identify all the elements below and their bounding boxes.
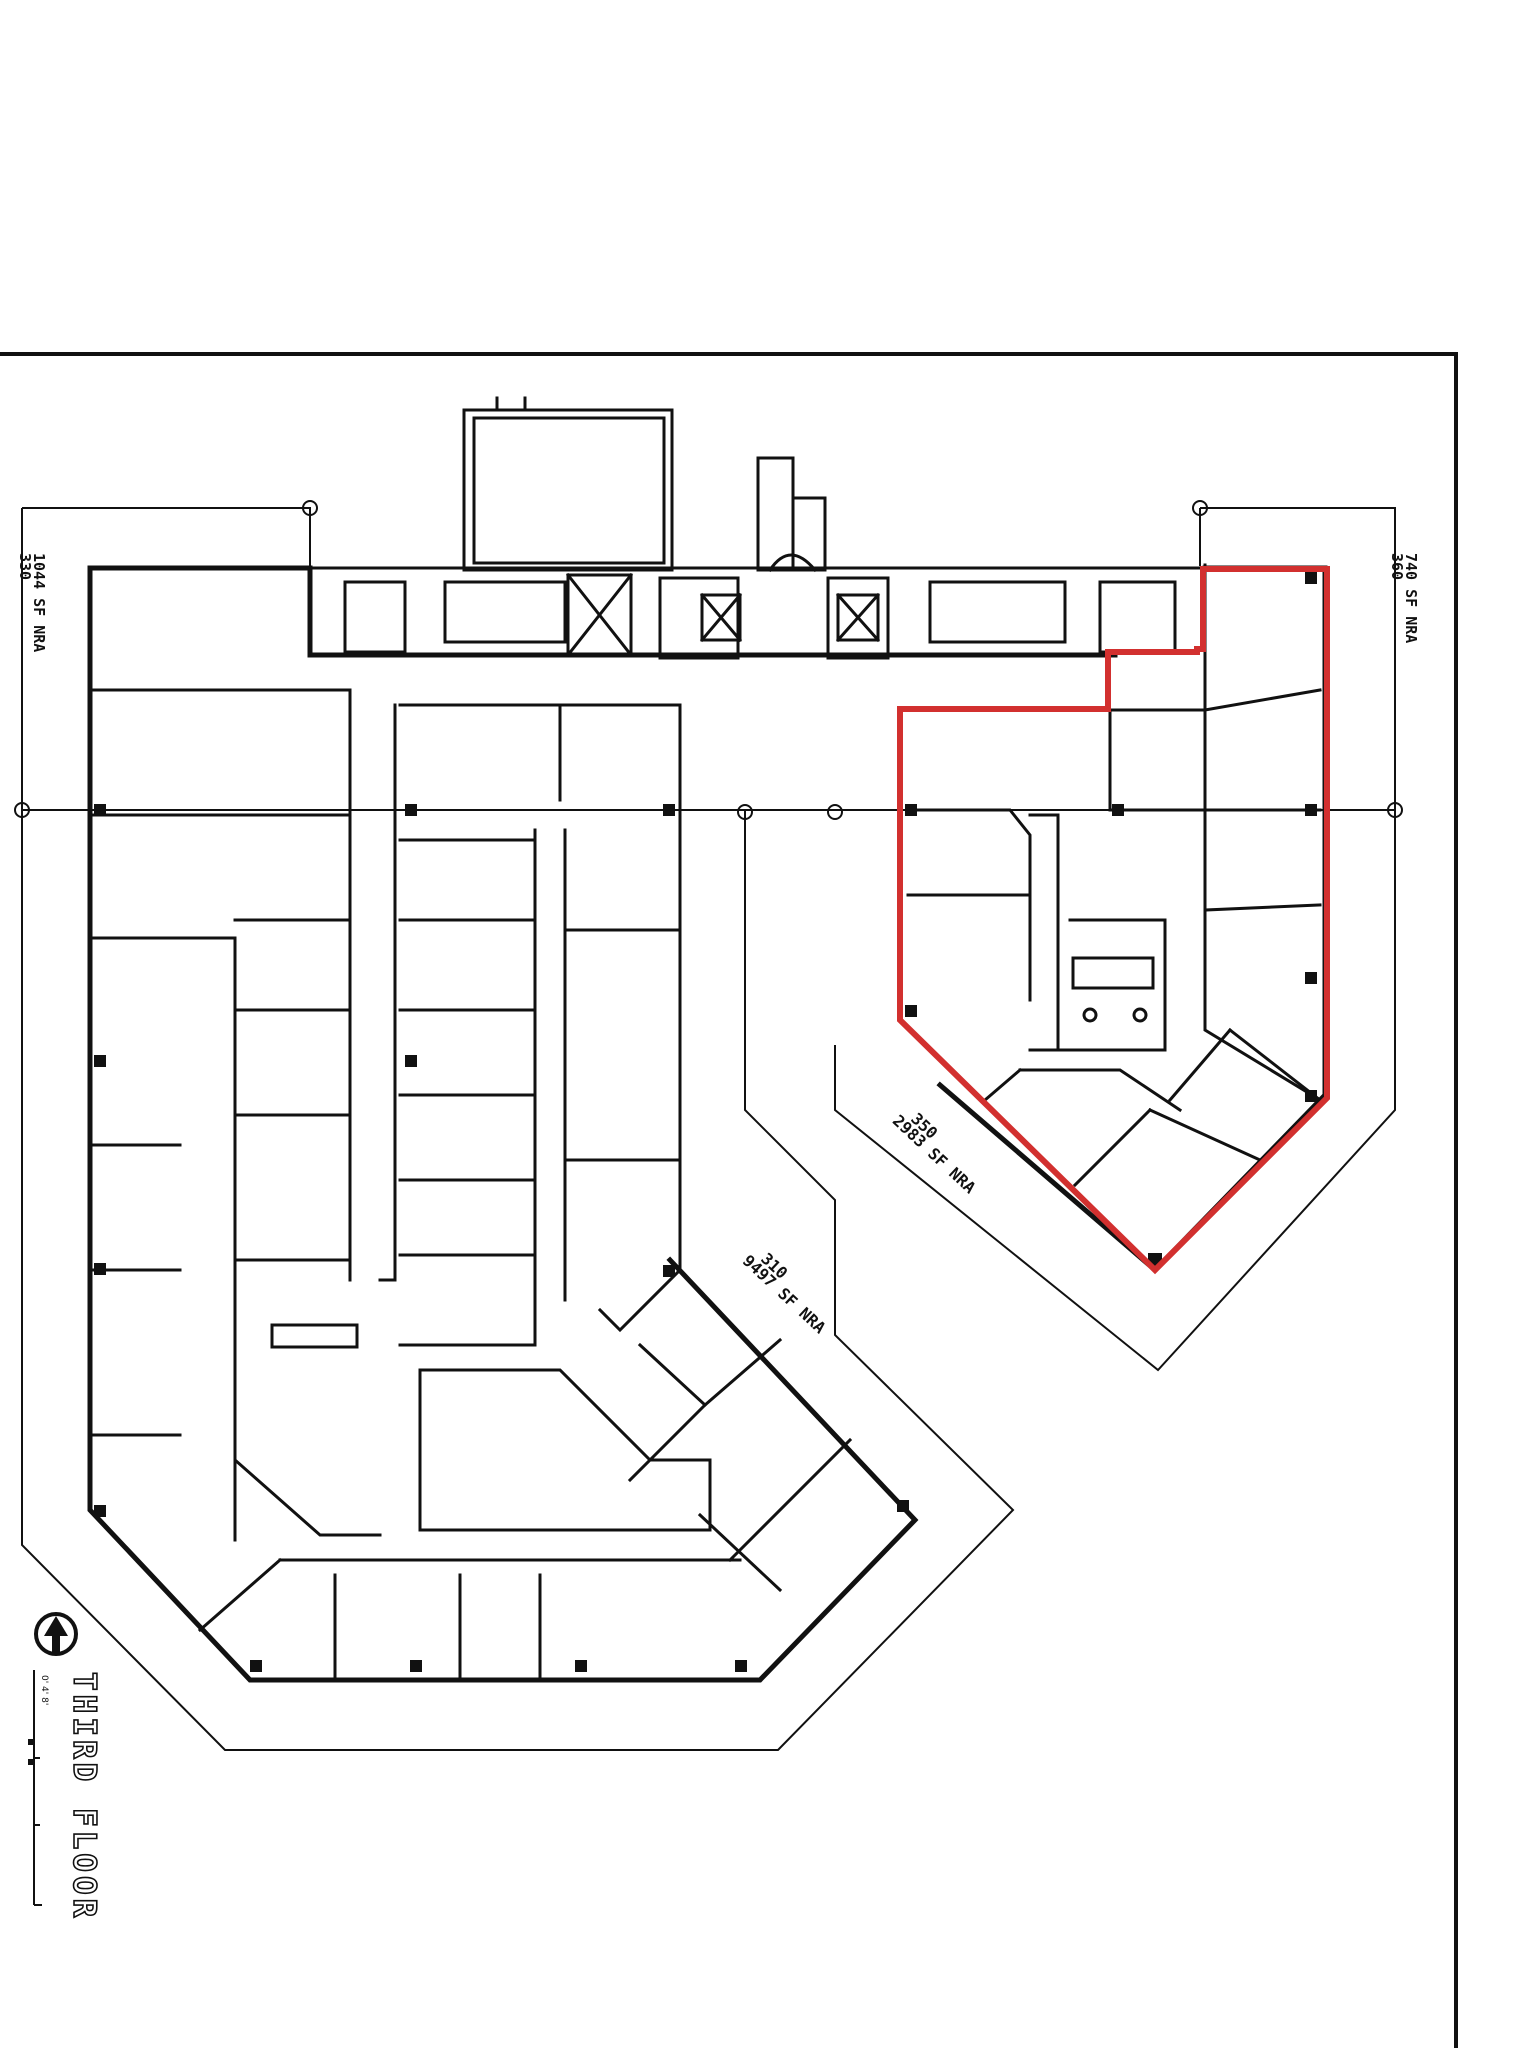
floor-title-group: THIRD FLOOR — [65, 1671, 103, 1922]
north-arrow-icon — [34, 1612, 78, 1656]
scale-bar — [28, 1670, 42, 1906]
floor-title: THIRD FLOOR — [66, 1672, 102, 1921]
suite-360-label: 360 740 SF NRA — [1388, 553, 1420, 643]
suite-360-number: 360 — [1388, 553, 1406, 580]
structural-columns — [94, 572, 1317, 1672]
suite-330-label: 330 1044 SF NRA — [16, 553, 48, 652]
exterior-walls — [87, 565, 1328, 1683]
suite-330-area: 1044 SF NRA — [30, 553, 48, 652]
scale-label: 0' 4' 8' — [39, 1675, 49, 1705]
dimension-lines — [14, 500, 1403, 1751]
suite-350-highlight[interactable] — [897, 566, 1330, 1275]
building-core — [308, 396, 1207, 660]
sheet-border — [0, 352, 1458, 2048]
suite-330-number: 330 — [16, 553, 34, 580]
central-rooms — [398, 703, 712, 1532]
southeast-wing-rooms — [627, 1267, 918, 1593]
west-wing-rooms — [88, 688, 742, 1682]
suite-310-label: 310 9497 SF NRA — [739, 1249, 830, 1337]
suite-350-rooms — [906, 563, 1323, 1188]
suite-360-area: 740 SF NRA — [1402, 553, 1420, 643]
